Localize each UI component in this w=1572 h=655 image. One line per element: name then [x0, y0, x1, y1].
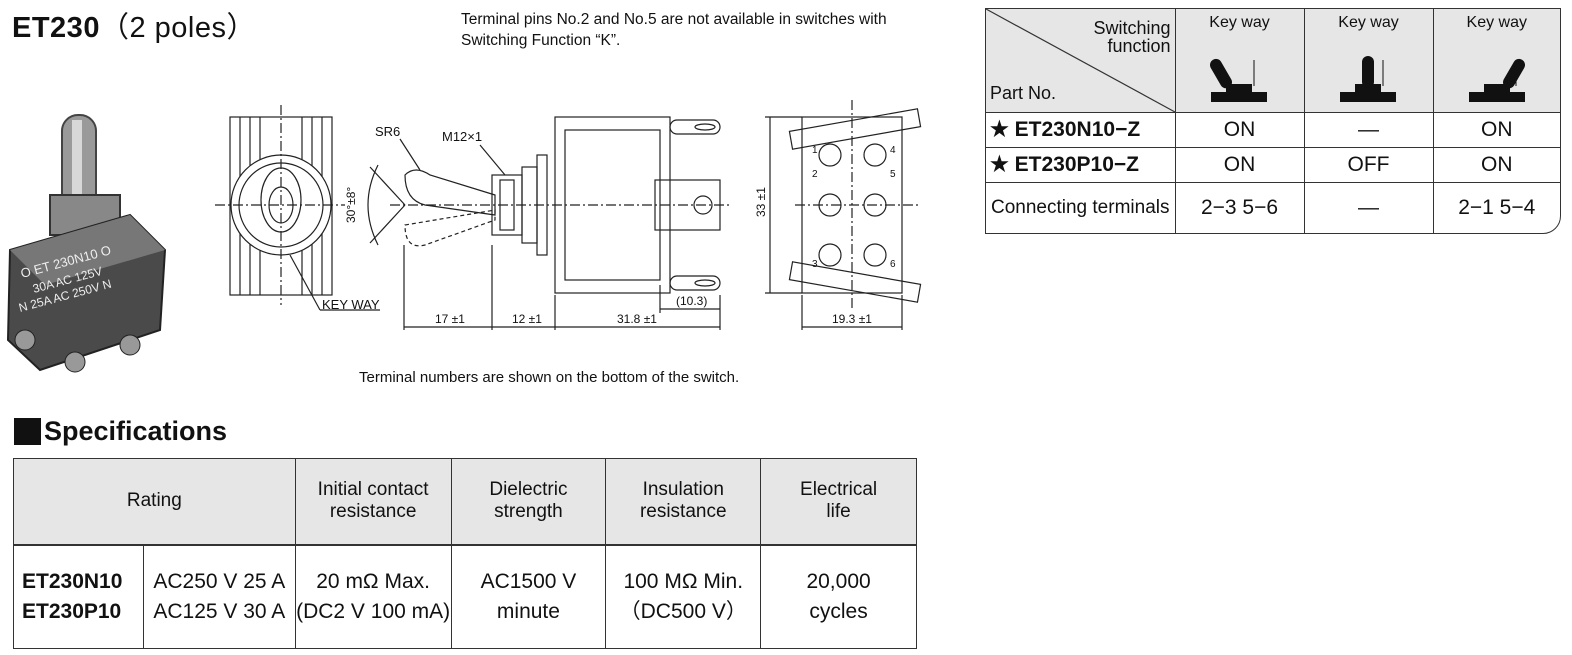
photo-screw: [64, 351, 86, 373]
state-cell: ON: [1175, 147, 1305, 183]
dim-17: 17 ±1: [435, 312, 465, 326]
dim-33: 33 ±1: [754, 187, 768, 217]
photo-screw: [119, 334, 141, 356]
header-keyway-2: Key way: [1304, 9, 1434, 113]
photo-body-top: [10, 215, 165, 285]
dim-10-3: (10.3): [676, 294, 707, 308]
connecting-row: Connecting terminals 2−3 5−6 — 2−1 5−4: [986, 182, 1560, 233]
sr6-label: SR6: [375, 124, 400, 139]
state-cell: ON: [1175, 112, 1305, 148]
photo-lever-highlight: [72, 120, 82, 215]
title-main: ET230: [12, 12, 100, 44]
state-cell: ON: [1433, 147, 1560, 183]
dimension-drawing: KEY WAY SR6 M12×1 30°±8° 17 ±1 12 ±1 31.…: [215, 100, 922, 330]
keyway-label-3: Key way: [1466, 14, 1527, 31]
note-top: Terminal pins No.2 and No.5 are not avai…: [461, 11, 887, 49]
keyway-label: KEY WAY: [322, 297, 380, 312]
terminal-2: 2: [812, 169, 818, 180]
title-sub: （2 poles）: [99, 12, 256, 44]
keyway-label-2: Key way: [1338, 14, 1399, 31]
cell-contact: 20 mΩ Max.(DC2 V 100 mA): [294, 544, 452, 649]
dim-19-3: 19.3 ±1: [832, 312, 872, 326]
specifications-heading-text: Specifications: [44, 416, 228, 446]
connecting-label: Connecting terminals: [986, 182, 1176, 233]
terminal-4: 4: [890, 145, 896, 156]
side-view: [367, 116, 730, 294]
part-cell-2: ★ ET230P10−Z: [986, 147, 1176, 183]
keyway-label-1: Key way: [1209, 14, 1270, 31]
star-icon: ★: [990, 153, 1009, 176]
star-icon: ★: [990, 118, 1009, 141]
header-keyway-3: Key way: [1433, 9, 1560, 113]
page-title: ET230（2 poles）: [12, 4, 256, 46]
header-rating: Rating: [13, 458, 296, 546]
specifications-heading: Specifications: [14, 416, 227, 447]
terminal-1: 1: [812, 145, 818, 156]
lever-right-icon: [1468, 58, 1525, 102]
front-view: [215, 105, 380, 311]
dim-31-8: 31.8 ±1: [617, 312, 657, 326]
connecting-cell: 2−1 5−4: [1458, 195, 1536, 219]
state-cell: —: [1304, 112, 1434, 148]
terminal-6: 6: [890, 259, 896, 270]
bottom-view: [765, 100, 922, 330]
connecting-cell: —: [1304, 182, 1434, 233]
corner-label-partno: Part No.: [990, 82, 1057, 103]
state-cell: ON: [1433, 112, 1560, 148]
dim-12: 12 ±1: [512, 312, 542, 326]
terminal-5: 5: [890, 169, 896, 180]
angle-label: 30°±8°: [344, 187, 358, 223]
corner-diagonal: [986, 9, 1175, 112]
lever-center-icon: [1339, 56, 1396, 102]
note-bottom: Terminal numbers are shown on the bottom…: [359, 369, 740, 386]
product-photo: O ET 230N10 O 30A AC 125V N 25A AC 250V …: [6, 114, 167, 373]
lever-left-icon: [1209, 58, 1267, 102]
part-cell-1: ★ ET230N10−Z: [986, 112, 1176, 148]
heading-square-icon: [14, 418, 41, 445]
photo-screw: [14, 329, 36, 351]
cell-insulation: 100 MΩ Min.（DC500 V）: [605, 544, 762, 649]
switching-row: ★ ET230N10−Z ON — ON: [986, 112, 1560, 148]
header-keyway-1: Key way: [1175, 9, 1305, 113]
terminal-3: 3: [812, 259, 818, 270]
switching-row: ★ ET230P10−Z ON OFF ON: [986, 147, 1560, 183]
connecting-cell: 2−3 5−6: [1175, 182, 1305, 233]
state-cell: OFF: [1304, 147, 1434, 183]
thread-label: M12×1: [442, 129, 482, 144]
